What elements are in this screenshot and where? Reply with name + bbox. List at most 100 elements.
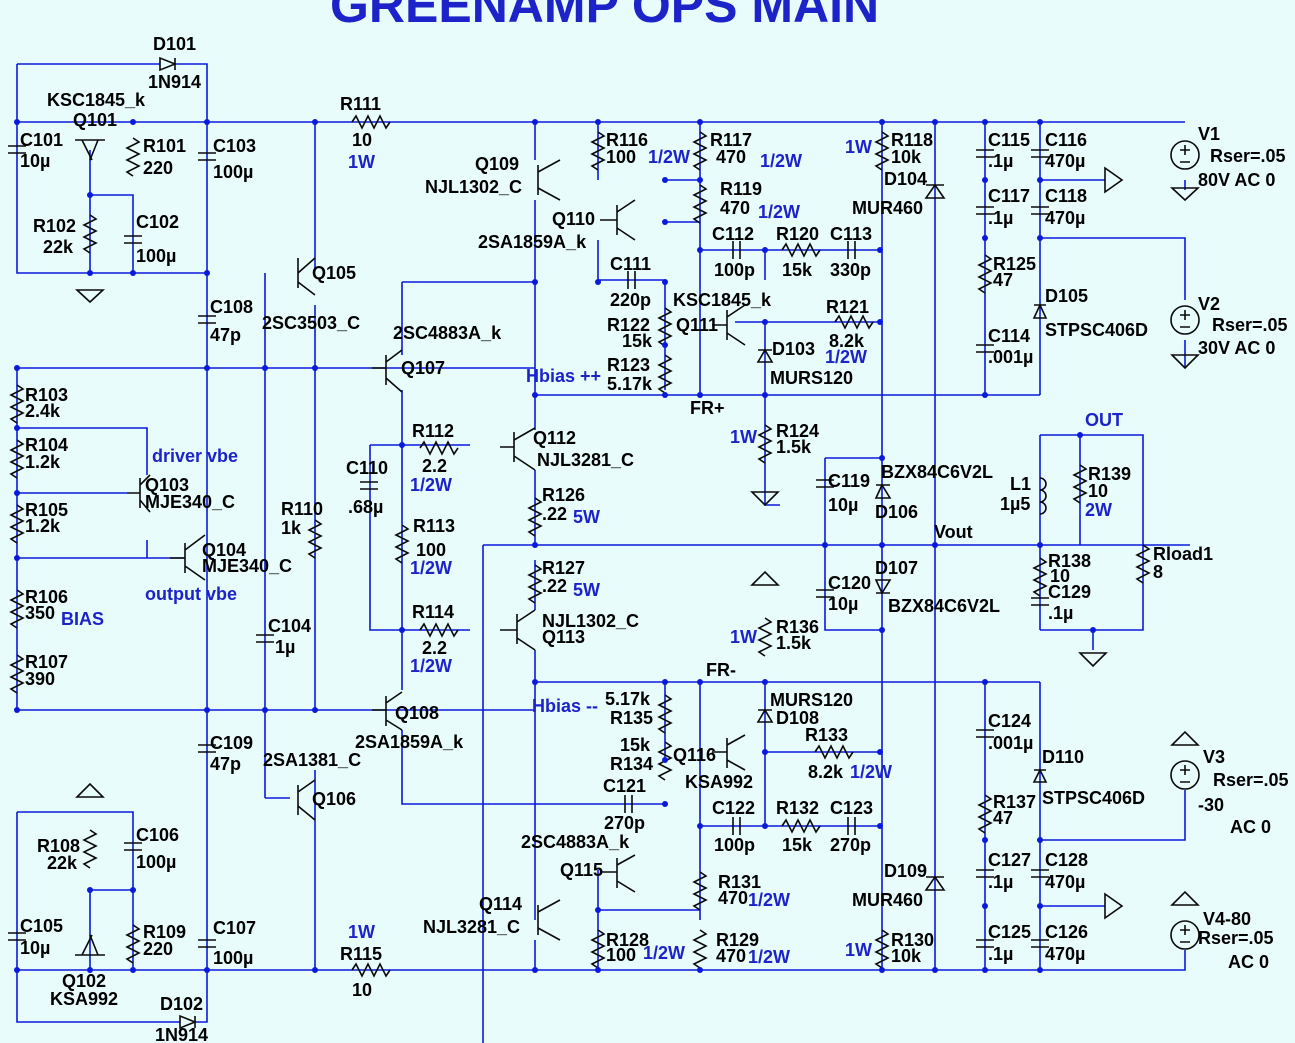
label: 470µ [1045, 872, 1085, 892]
label: MURS120 [770, 690, 853, 710]
label: D105 [1045, 286, 1088, 306]
label: R134 [610, 754, 653, 774]
label: R112 [412, 421, 454, 441]
label: KSC1845_k [673, 290, 772, 310]
label: D101 [153, 34, 196, 54]
label: BZX84C6V2L [881, 462, 993, 482]
label: Hbias ++ [526, 366, 601, 386]
label: C126 [1045, 922, 1088, 942]
label: R113 [413, 516, 455, 536]
label: C111 [610, 254, 651, 274]
label: R138 [1048, 551, 1091, 571]
label: Q106 [312, 789, 356, 809]
label: Rser=.05 [1212, 315, 1288, 335]
components [8, 56, 1201, 1030]
label: 1W [348, 922, 375, 942]
label: 470 [716, 946, 746, 966]
label: 2.4k [25, 401, 61, 421]
label: Vout [934, 522, 973, 542]
label: KSC1845_k [47, 90, 146, 110]
label: 5W [573, 507, 600, 527]
label: 1/2W [758, 202, 800, 222]
label: Q108 [395, 703, 439, 723]
label: 2SA1859A_k [355, 732, 464, 752]
label: .1µ [988, 872, 1013, 892]
label: R132 [776, 798, 819, 818]
label: 1W [845, 940, 872, 960]
label: C128 [1045, 850, 1088, 870]
label: Q115 [560, 860, 603, 880]
label: D103 [772, 339, 815, 359]
label: BIAS [61, 609, 104, 629]
label: C108 [210, 297, 253, 317]
label: 47p [210, 325, 241, 345]
label: 330p [830, 260, 871, 280]
label: 100 [416, 540, 446, 560]
label: 5.17k [607, 374, 653, 394]
label: 2SC3503_C [262, 313, 360, 333]
label: R121 [826, 297, 869, 317]
label: 15k [782, 835, 813, 855]
label: 470µ [1045, 944, 1085, 964]
label: driver vbe [152, 446, 238, 466]
label: C105 [20, 916, 63, 936]
label: 1.2k [25, 452, 61, 472]
label: C112 [712, 224, 754, 244]
label: Q105 [312, 263, 356, 283]
label: 22k [47, 853, 78, 873]
component-labels: D101 1N914 KSC1845_k Q101 C101 10µ R101 … [20, 34, 1289, 1043]
label: R104 [25, 435, 68, 455]
label: 100 [606, 945, 636, 965]
label: Q116 [673, 745, 716, 765]
label: .001µ [988, 733, 1033, 753]
label: R105 [25, 500, 68, 520]
label: Q103 [145, 475, 189, 495]
label: Q113 [542, 627, 585, 647]
label: 1/2W [643, 943, 685, 963]
label: C113 [830, 224, 872, 244]
label: C124 [988, 711, 1031, 731]
label: R124 [776, 421, 819, 441]
diagram-title: GREENAMP OPS MAIN [330, 0, 879, 33]
label: OUT [1085, 410, 1123, 430]
label: 1.5k [776, 437, 812, 457]
label: NJL1302_C [542, 611, 639, 631]
label: Rser=.05 [1213, 770, 1289, 790]
label: 100 [606, 147, 636, 167]
label: D104 [884, 169, 927, 189]
label: C120 [828, 573, 871, 593]
label: R115 [340, 944, 382, 964]
label: R131 [718, 872, 761, 892]
label: R102 [33, 216, 76, 236]
label: 1N914 [155, 1025, 208, 1043]
label: C103 [213, 136, 256, 156]
label: NJL3281_C [423, 917, 520, 937]
label: .1µ [988, 151, 1013, 171]
label: C116 [1045, 130, 1087, 150]
label: 10µ [20, 938, 50, 958]
label: KSA992 [685, 772, 753, 792]
label: C104 [268, 616, 311, 636]
label: 47p [210, 754, 241, 774]
label: 10µ [828, 495, 858, 515]
label: 1/2W [825, 347, 867, 367]
label: 1µ5 [1000, 494, 1030, 514]
label: Q111 [676, 315, 718, 335]
label: 470 [716, 147, 746, 167]
label: .68µ [348, 497, 383, 517]
label: R103 [25, 385, 68, 405]
label: NJL3281_C [537, 450, 634, 470]
label: output vbe [145, 584, 237, 604]
label: R139 [1088, 464, 1131, 484]
label: 2SA1859A_k [478, 232, 587, 252]
label: R107 [25, 652, 68, 672]
label: AC 0 [1230, 817, 1271, 837]
label: R127 [542, 558, 585, 578]
label: Q114 [479, 894, 522, 914]
label: 10µ [828, 594, 858, 614]
label: Hbias -- [532, 696, 598, 716]
label: 100p [714, 835, 755, 855]
label: 10µ [20, 151, 50, 171]
label: 1/2W [760, 151, 802, 171]
label: D110 [1042, 747, 1084, 767]
